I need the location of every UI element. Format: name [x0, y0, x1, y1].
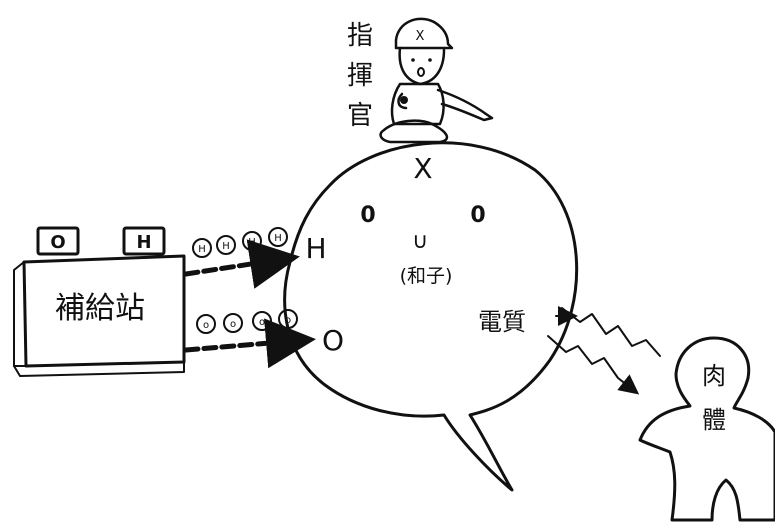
commander-cap — [394, 17, 454, 50]
o-flow: o o o o — [183, 309, 316, 369]
blob-name: (和子) — [400, 265, 453, 287]
commander-fist — [400, 96, 408, 104]
supply-station: O H 補給站 — [13, 226, 186, 377]
signal-zigzag-outgoing — [547, 335, 640, 395]
o-flow-arrow — [183, 318, 316, 369]
commander-head — [398, 46, 446, 86]
svg-text:o: o — [203, 320, 209, 331]
flesh-figure: 肉 體 — [638, 336, 775, 522]
commander-figure: 指 揮 官 X X — [347, 17, 494, 185]
commander-right-eye — [428, 58, 432, 62]
oxygen-tank — [36, 226, 80, 256]
supply-station-bottom — [13, 361, 185, 377]
hydrogen-tank-label: H — [136, 232, 151, 253]
commander-left-eye — [411, 58, 415, 62]
mouth: ∪ — [412, 229, 428, 254]
svg-text:H: H — [198, 244, 206, 255]
svg-text:o: o — [259, 317, 265, 328]
flesh-outline — [638, 336, 775, 522]
electron-label: 電質 — [478, 308, 526, 336]
h-particle: H — [268, 227, 288, 247]
signal-zigzag-incoming — [561, 307, 661, 357]
commander-legs — [379, 119, 449, 144]
o-particle: o — [196, 314, 216, 334]
h-particle: H — [242, 231, 262, 251]
o-input-label: O — [322, 324, 344, 357]
h-flow-arrow — [183, 239, 300, 289]
h-input-label: H — [305, 232, 326, 265]
supply-station-side — [13, 261, 27, 367]
commander-label-char-1: 指 — [347, 21, 373, 51]
h-flow: H H H H — [183, 227, 300, 289]
hydrogen-tank — [122, 226, 166, 256]
commander-label-char-3: 官 — [347, 101, 373, 131]
signal-zigzags — [547, 306, 661, 395]
commander-other-arm — [397, 92, 408, 110]
o-particle: o — [252, 311, 272, 331]
body-blob: 0 0 ∪ (和子) H O 電質 — [283, 141, 579, 492]
o-particle: o — [278, 309, 298, 329]
right-eye: 0 — [470, 203, 485, 228]
svg-text:o: o — [285, 315, 291, 326]
svg-text:H: H — [274, 233, 282, 244]
h-particle: H — [216, 235, 236, 255]
blob-outline — [283, 141, 579, 492]
commander-mouth — [417, 67, 425, 77]
o-particle: o — [223, 313, 243, 333]
commander-arm — [436, 88, 494, 122]
svg-text:H: H — [222, 241, 230, 252]
svg-text:H: H — [248, 237, 256, 248]
cap-mark: X — [416, 29, 425, 44]
flesh-label-char-2: 體 — [702, 406, 726, 434]
pointer-mark: X — [413, 152, 432, 185]
oxygen-tank-label: O — [50, 232, 65, 253]
h-particle: H — [192, 238, 212, 258]
left-eye: 0 — [360, 203, 375, 228]
supply-station-label: 補給站 — [55, 291, 145, 326]
commander-label-char-2: 揮 — [347, 61, 373, 91]
svg-text:o: o — [230, 319, 236, 330]
flesh-label-char-1: 肉 — [702, 362, 726, 390]
